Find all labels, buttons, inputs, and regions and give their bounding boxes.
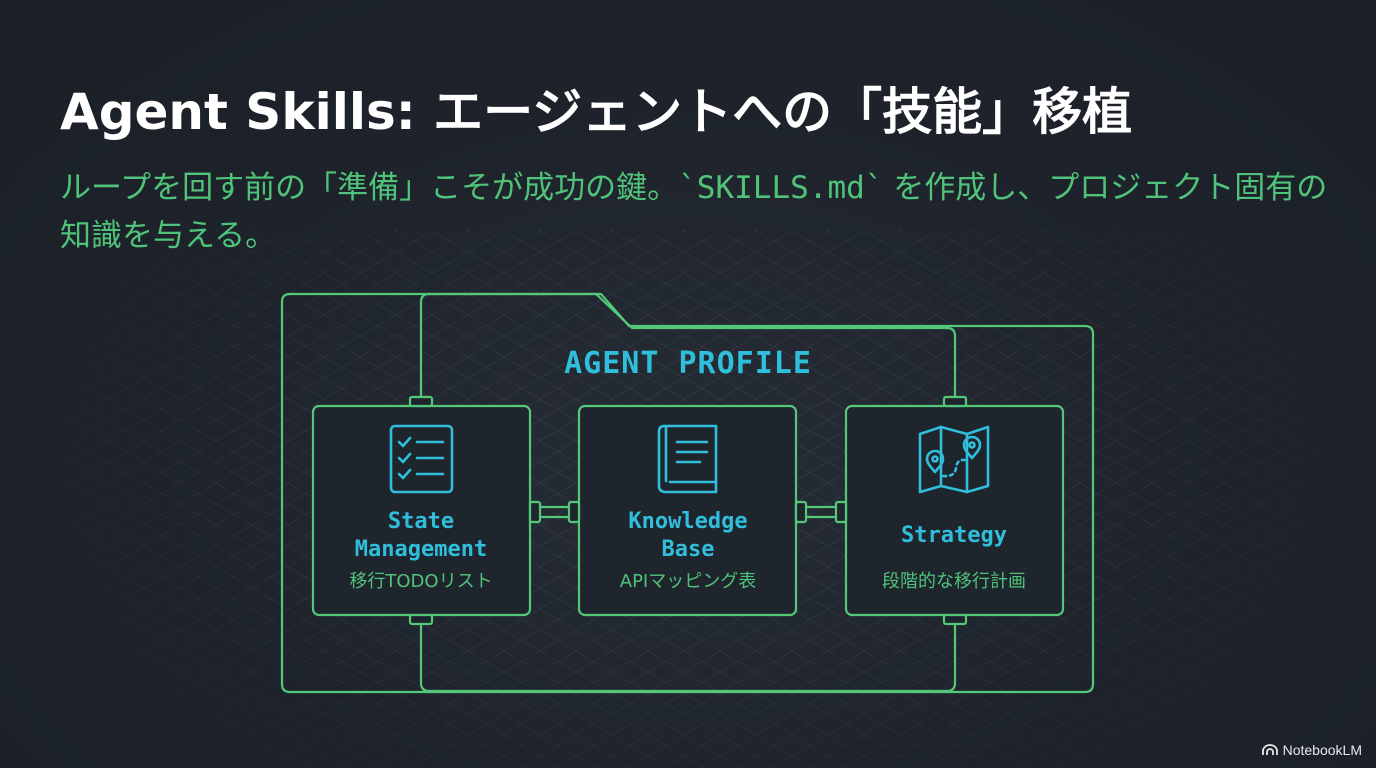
subtitle-code: `SKILLS.md` (678, 170, 884, 206)
slide-title: Agent Skills: エージェントへの「技能」移植 (60, 83, 1133, 141)
card-description-strategy: 段階的な移行計画 (882, 571, 1026, 592)
notebooklm-logo-icon (1261, 744, 1278, 755)
card-title-management: Management (355, 537, 487, 562)
slide-subtitle: ループを回す前の「準備」こそが成功の鍵。`SKILLS.md` を作成し、プロジ… (60, 164, 1330, 260)
card-title-state: State (388, 509, 454, 534)
subtitle-text-after: を作成し、プロジェクト固有の知識を与える。 (60, 170, 1328, 254)
subtitle-text-before: ループを回す前の「準備」こそが成功の鍵。 (60, 170, 679, 206)
map-icon (918, 425, 990, 494)
card-title-strategy: Strategy (901, 523, 1007, 548)
checklist-icon (389, 424, 454, 494)
card-title-knowledge: Knowledge (628, 509, 747, 534)
folder-label: AGENT PROFILE (564, 346, 812, 381)
book-icon (657, 424, 718, 494)
back-folder-outline (280, 292, 1095, 694)
card-title-base: Base (662, 537, 715, 562)
notebooklm-watermark: NotebookLM (1261, 742, 1362, 758)
front-folder-outline (419, 292, 957, 693)
watermark-text: NotebookLM (1282, 742, 1362, 758)
card-description-state-management: 移行TODOリスト (349, 571, 492, 592)
card-description-knowledge-base: APIマッピング表 (620, 571, 756, 592)
